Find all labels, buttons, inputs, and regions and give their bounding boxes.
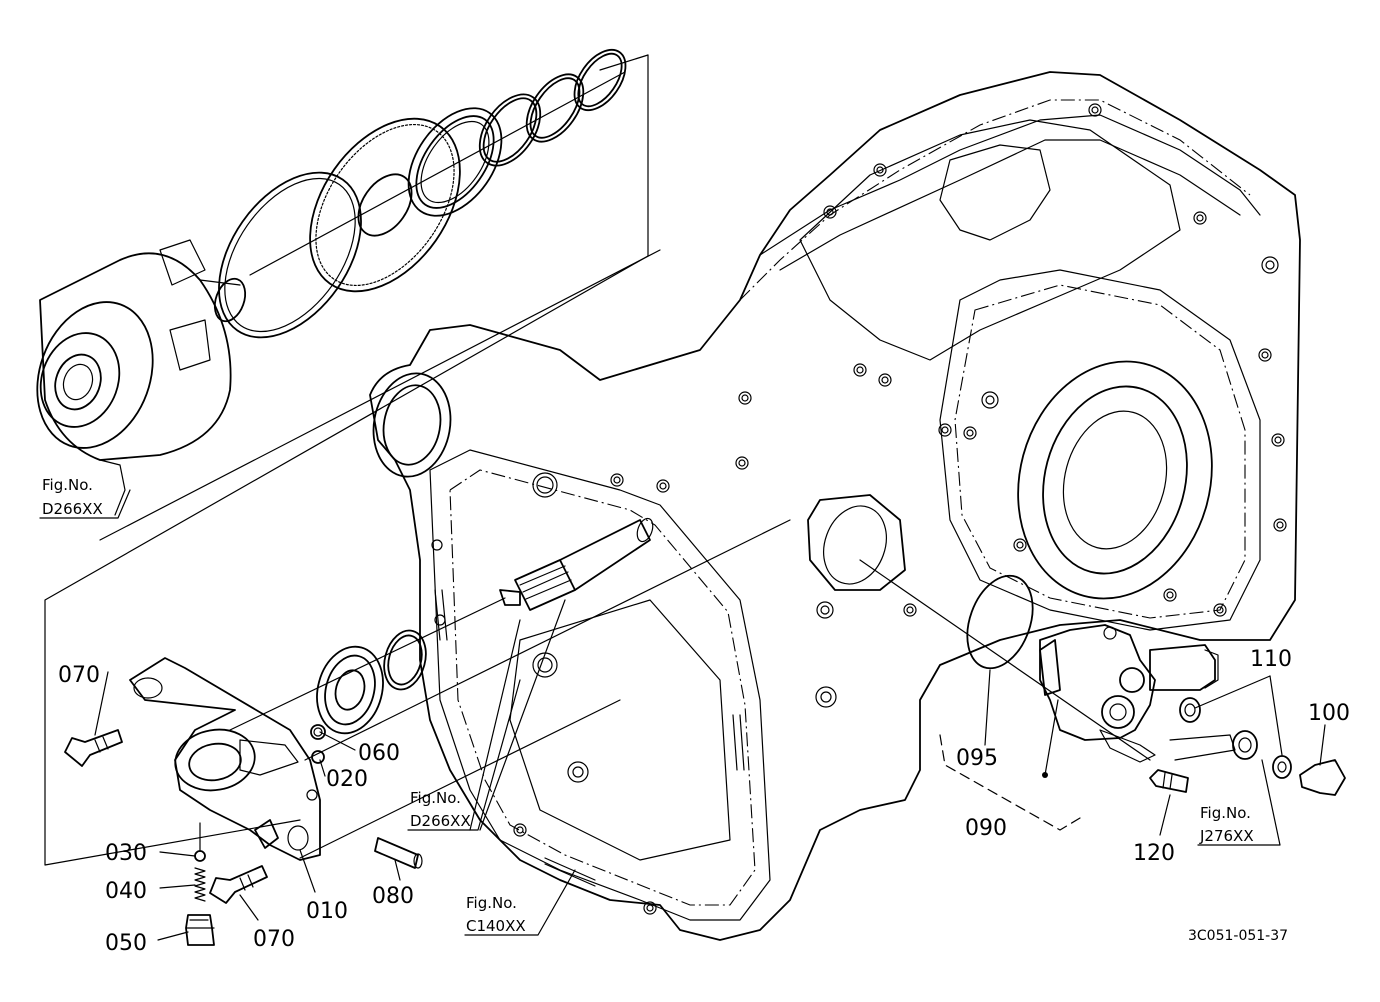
figure-reference-texts: Fig.No. D266XX Fig.No. D266XX Fig.No. C1…: [42, 476, 1254, 935]
fig-ref-1-prefix: Fig.No.: [42, 476, 93, 494]
label-095: 095: [956, 746, 998, 771]
label-030: 030: [105, 841, 147, 866]
case-bolt-holes: [431, 103, 1287, 915]
label-020: 020: [326, 767, 368, 792]
fig-ref-2-number: D266XX: [410, 812, 471, 830]
label-010: 010: [306, 899, 348, 924]
fig-ref-2-prefix: Fig.No.: [410, 789, 461, 807]
part-number-labels: 070 060 020 030 040 050 070 010 080 095 …: [58, 647, 1350, 956]
fig-ref-3-number: C140XX: [466, 917, 526, 935]
shift-lever-assembly: [64, 657, 423, 946]
diagram-code: 3C051-051-37: [1188, 928, 1288, 944]
label-100: 100: [1308, 701, 1350, 726]
clutch-pack-group: [36, 48, 649, 866]
label-060: 060: [358, 741, 400, 766]
label-110: 110: [1250, 647, 1292, 672]
bearing-and-ring: [316, 629, 427, 735]
label-070-upper: 070: [58, 663, 100, 688]
label-070-lower: 070: [253, 927, 295, 952]
valve-assembly: [939, 574, 1346, 831]
fig-ref-4-prefix: Fig.No.: [1200, 804, 1251, 822]
fig-ref-1-number: D266XX: [42, 500, 103, 518]
transmission-case: [369, 71, 1301, 941]
fig-ref-4-number: J276XX: [1199, 827, 1254, 845]
figure-reference-leaders: [39, 489, 1326, 941]
label-120: 120: [1133, 841, 1175, 866]
label-080: 080: [372, 884, 414, 909]
label-040: 040: [105, 879, 147, 904]
fig-ref-3-prefix: Fig.No.: [466, 894, 517, 912]
label-050: 050: [105, 931, 147, 956]
label-090: 090: [965, 816, 1007, 841]
